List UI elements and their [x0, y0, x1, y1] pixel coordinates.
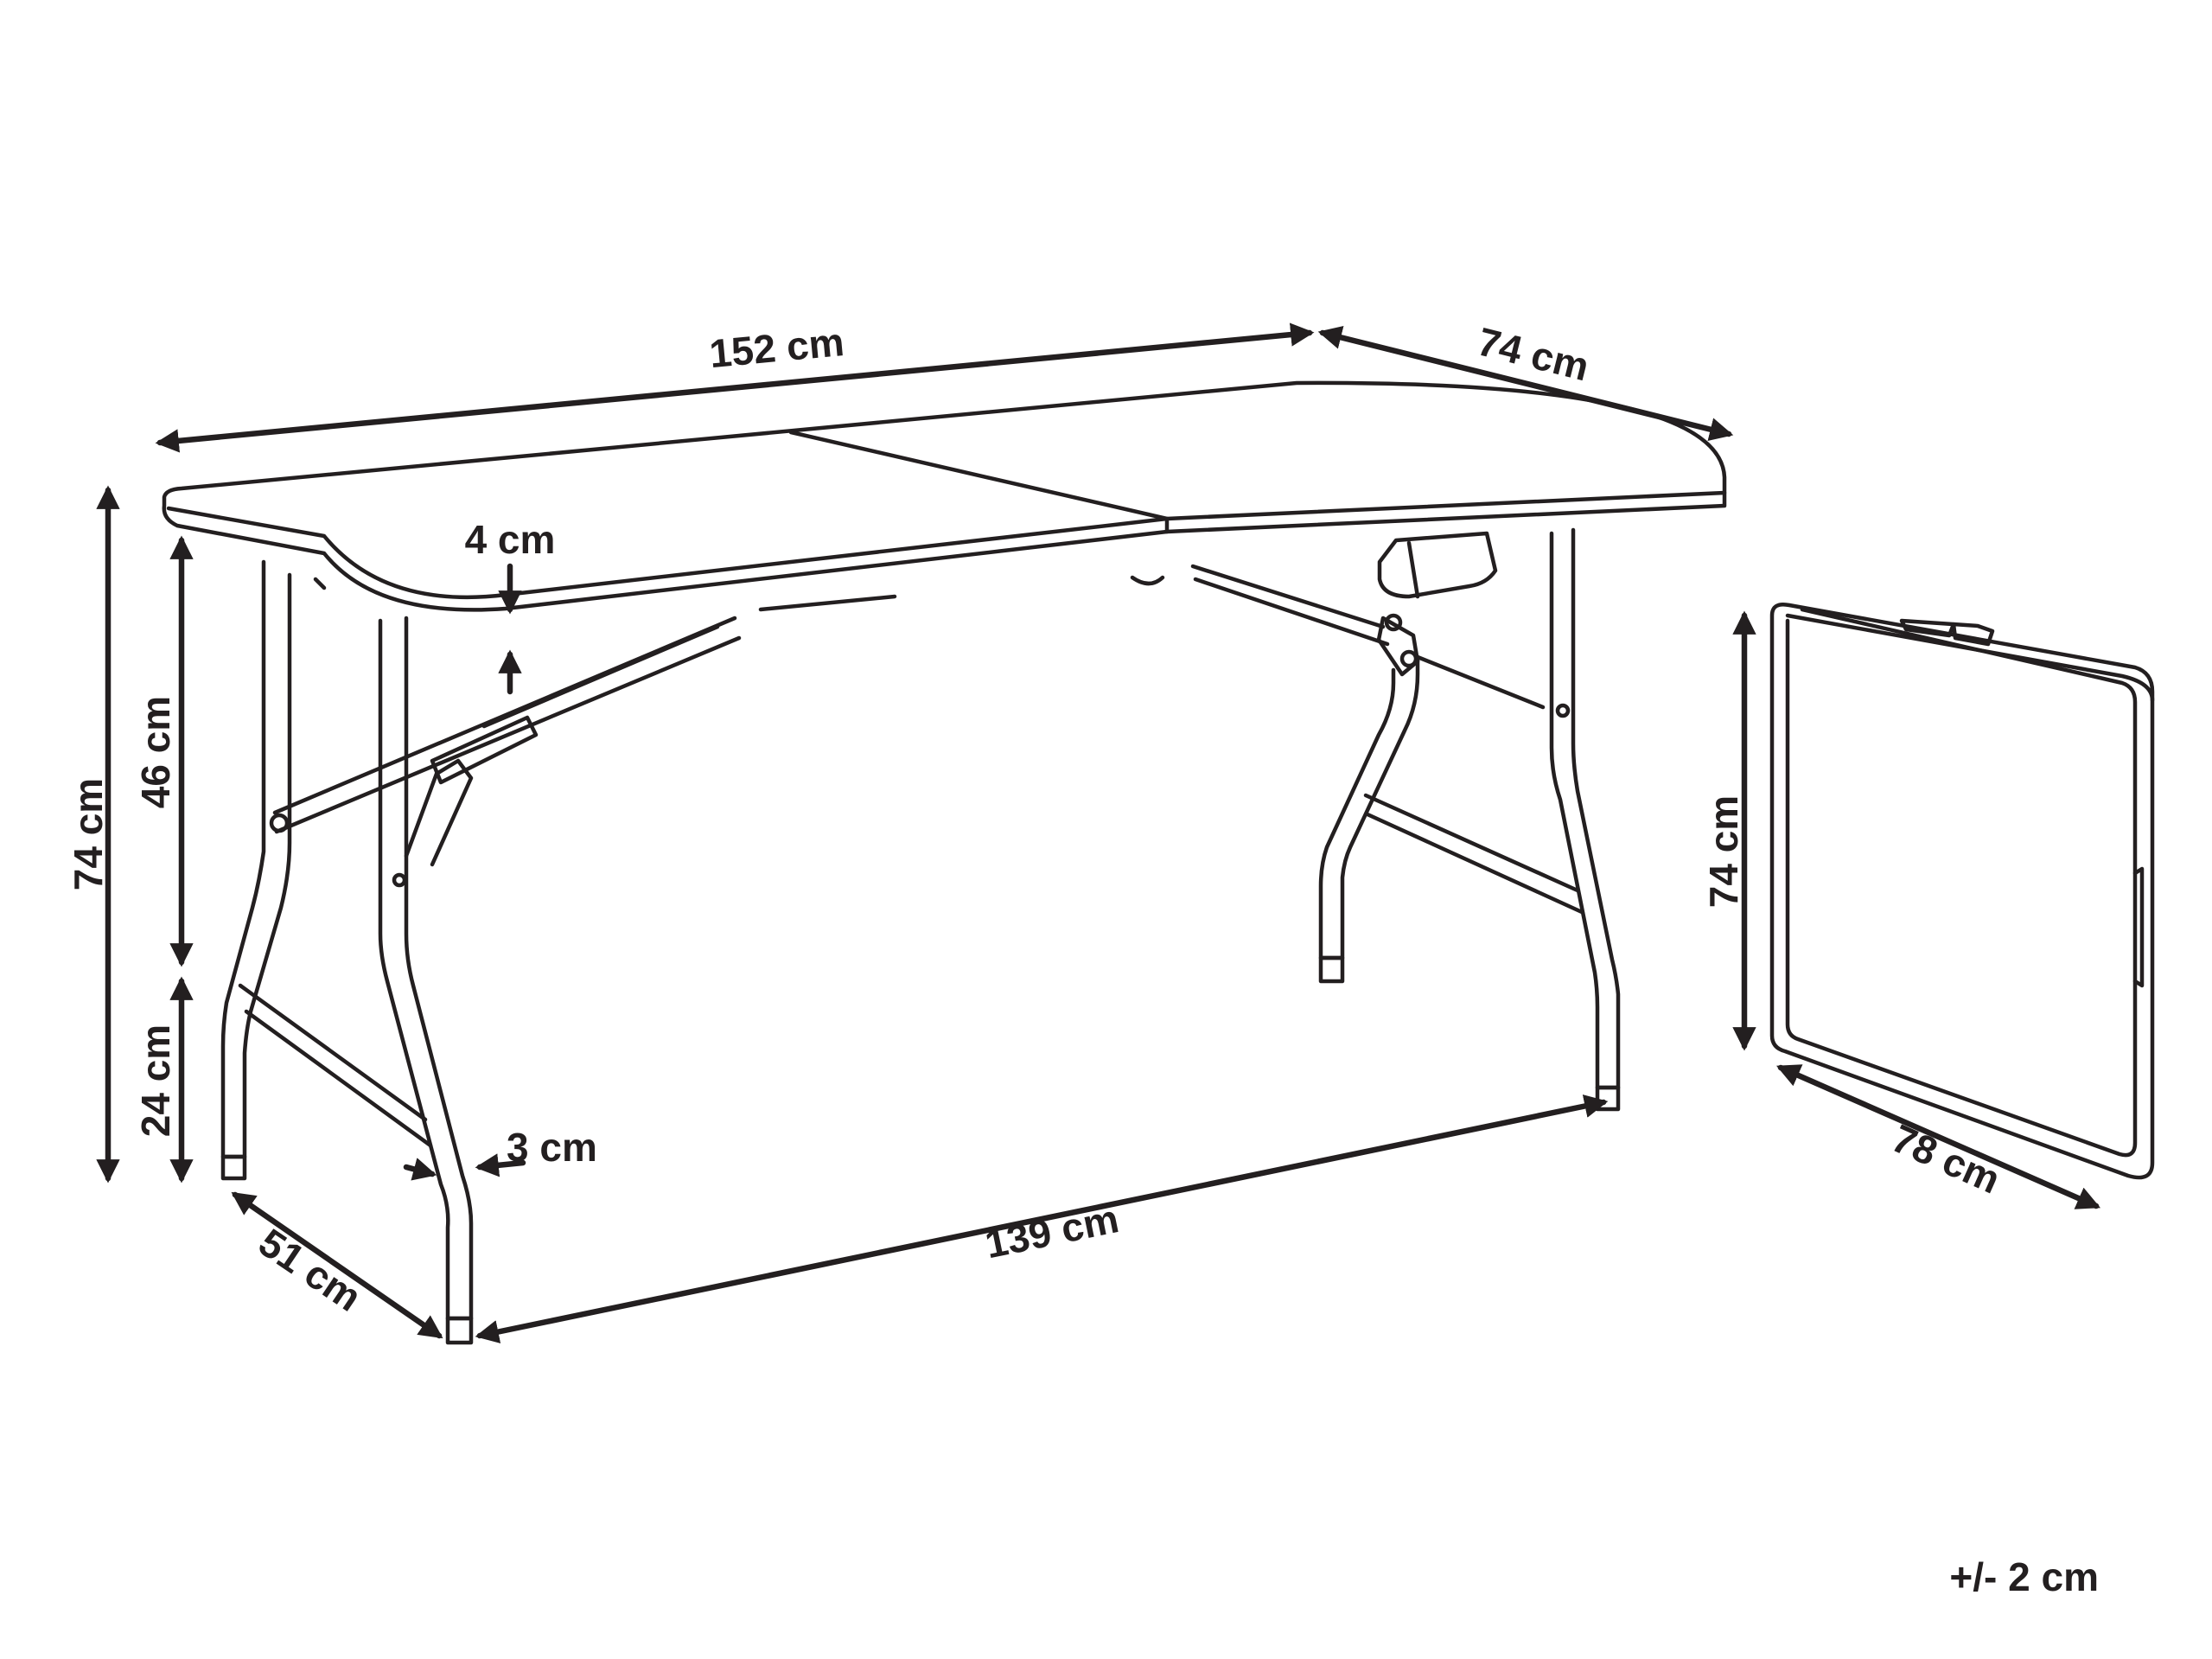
- dim-leg-span-line: [475, 1094, 1609, 1343]
- label-folded-length: 78 cm: [1885, 1115, 2006, 1203]
- label-leg-depth: 51 cm: [251, 1220, 369, 1320]
- folding-table-drawing: [162, 380, 1727, 1345]
- label-total-height: 74 cm: [66, 778, 111, 890]
- label-top-thickness: 4 cm: [465, 517, 556, 562]
- label-leg-span: 139 cm: [981, 1196, 1122, 1267]
- left-leg-assembly: [220, 559, 742, 1345]
- right-leg-assembly: [1190, 527, 1621, 1112]
- folded-latch: [1899, 618, 1995, 647]
- label-length: 152 cm: [707, 319, 845, 376]
- label-width: 74 cm: [1473, 318, 1593, 389]
- label-upper-height: 46 cm: [133, 696, 178, 808]
- tabletop-underside-lip: [313, 575, 1165, 612]
- folded-table-drawing: [1769, 603, 2155, 1180]
- dim-folded-length-line: [1775, 1064, 2101, 1209]
- label-folded-height: 74 cm: [1701, 795, 1746, 908]
- dim-leg-depth-line: [231, 1191, 443, 1339]
- dimension-labels: 152 cm 74 cm 4 cm 74 cm 46 cm 24 cm 3 cm…: [66, 318, 2099, 1599]
- folded-handle: [2132, 866, 2145, 988]
- dim-leg-width-left: [403, 1158, 437, 1181]
- label-leg-width: 3 cm: [507, 1125, 597, 1170]
- tabletop-center-seam: [788, 430, 1170, 534]
- dimension-lines: [96, 322, 2101, 1343]
- dim-width-line: [1317, 326, 1734, 441]
- label-tolerance: +/- 2 cm: [1949, 1554, 2099, 1599]
- tabletop-edge: [166, 490, 1727, 600]
- label-lower-height: 24 cm: [133, 1024, 178, 1137]
- dim-length-line: [155, 322, 1315, 453]
- carry-handle: [1377, 531, 1498, 599]
